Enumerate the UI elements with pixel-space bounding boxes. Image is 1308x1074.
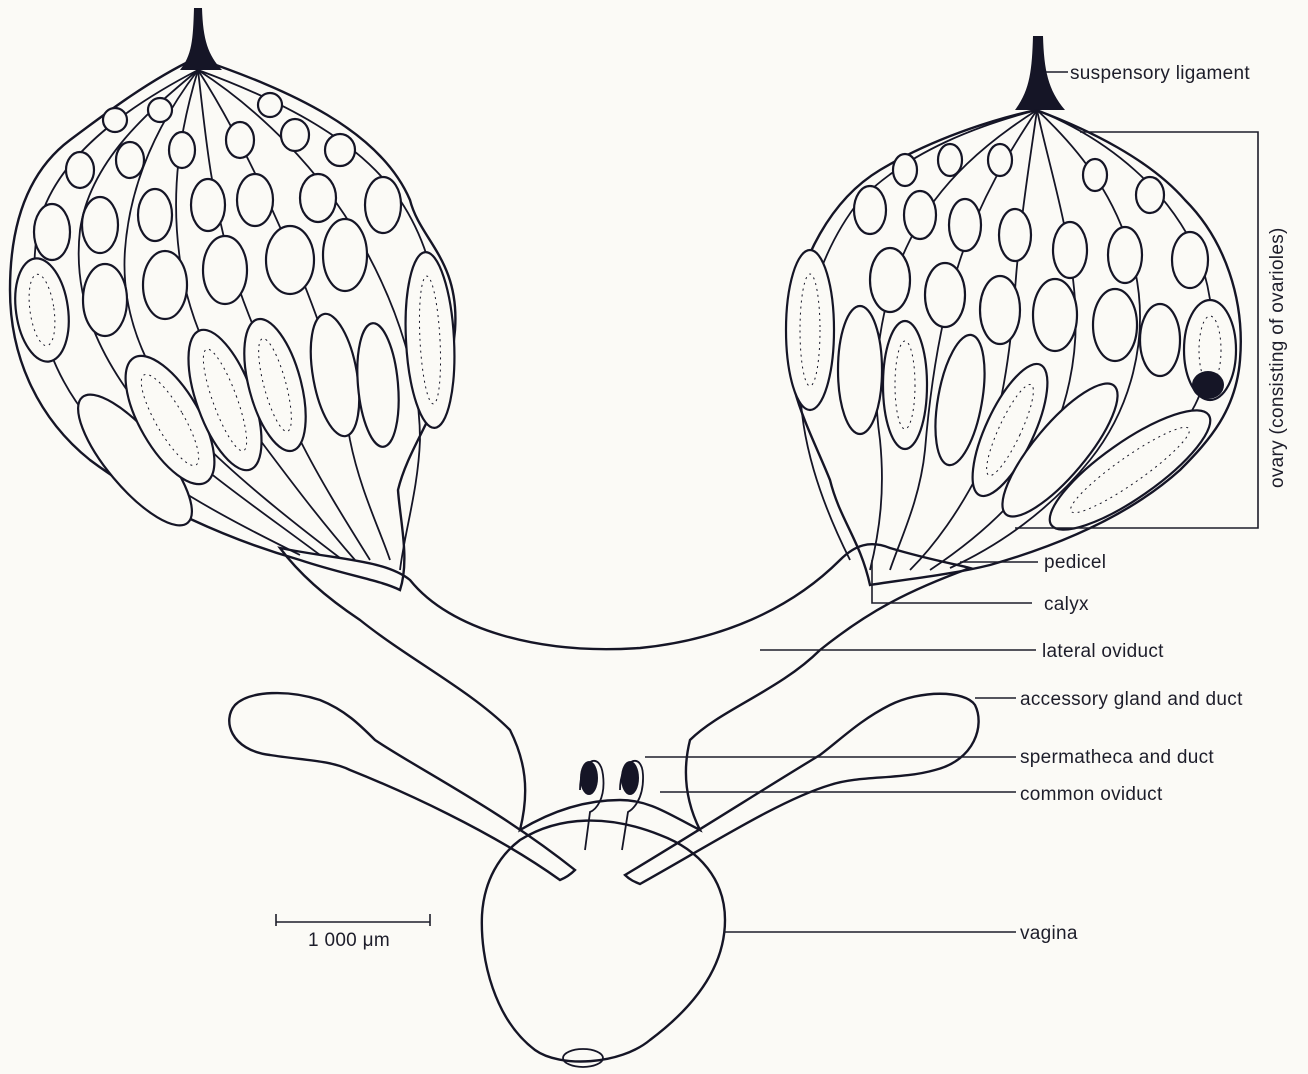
label-lateral-oviduct: lateral oviduct <box>1042 641 1164 662</box>
label-pedicel: pedicel <box>1044 552 1106 573</box>
label-accessory-gland: accessory gland and duct <box>1020 689 1243 710</box>
spermatheca <box>580 761 643 850</box>
leader-lines <box>645 72 1258 932</box>
suspensory-ligament <box>180 8 1065 110</box>
label-calyx: calyx <box>1044 594 1089 615</box>
label-common-oviduct: common oviduct <box>1020 784 1163 805</box>
label-vagina: vagina <box>1020 923 1078 944</box>
scale-bar-label: 1 000 μm <box>308 930 390 951</box>
ovarioles-right <box>786 110 1236 570</box>
label-spermatheca: spermatheca and duct <box>1020 747 1214 768</box>
label-suspensory-ligament: suspensory ligament <box>1070 63 1250 84</box>
ovarioles-left <box>9 70 459 570</box>
scale-bar: 1 000 μm <box>276 914 430 951</box>
label-ovary: ovary (consisting of ovarioles) <box>1267 227 1288 488</box>
